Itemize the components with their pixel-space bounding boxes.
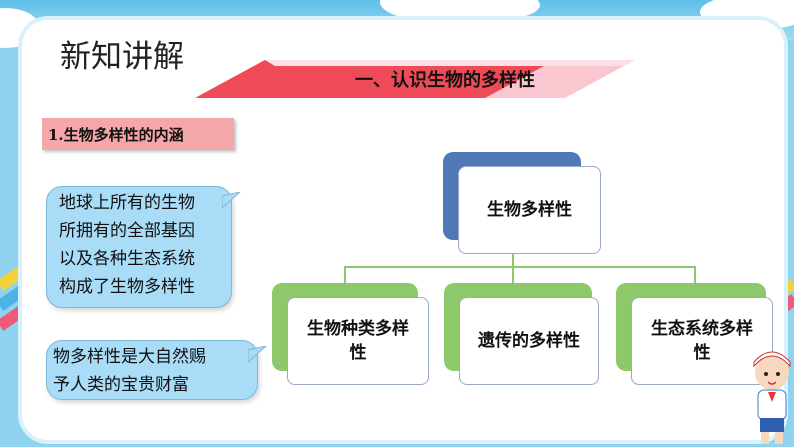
bubble-line: 构成了生物多样性 [59, 277, 195, 297]
section-banner: 一、认识生物的多样性 [195, 58, 635, 100]
bubble-tail [222, 192, 241, 209]
speech-bubble-definition: 地球上所有的生物 所拥有的全部基因 以及各种生态系统 构成了生物多样性 [46, 186, 232, 308]
child-node-label: 遗传的多样性 [478, 331, 580, 351]
connector-line [344, 266, 346, 284]
connector-line [694, 266, 696, 284]
banner-shape [195, 60, 635, 98]
banner-title: 一、认识生物的多样性 [355, 70, 535, 91]
root-node-label: 生物多样性 [487, 200, 572, 220]
connector-line [344, 266, 696, 268]
bubble-tail [248, 346, 267, 363]
child-node-genetic: 遗传的多样性 [459, 297, 599, 385]
bubble-line: 物多样性是大自然赐 [53, 347, 206, 367]
bubble-line: 所拥有的全部基因 [59, 221, 195, 241]
speech-bubble-value: 物多样性是大自然赐 予人类的宝贵财富 [46, 340, 258, 400]
bubble-line: 以及各种生态系统 [59, 249, 195, 269]
child-node-label: 性 [349, 343, 367, 363]
root-node: 生物多样性 [458, 166, 601, 254]
connector-line [512, 266, 514, 284]
child-node-ecosystem: 生态系统多样 性 [631, 297, 773, 385]
child-node-label: 生物种类多样 [307, 319, 409, 339]
bubble-line: 予人类的宝贵财富 [53, 375, 189, 395]
cartoon-student-illustration [753, 351, 791, 444]
child-node-label: 性 [693, 343, 711, 363]
page-title: 新知讲解 [60, 39, 184, 75]
child-node-label: 生态系统多样 [651, 319, 753, 339]
connector-line [512, 253, 514, 267]
sub-heading: 1.生物多样性的内涵 [42, 118, 234, 150]
cloud-decoration [450, 0, 540, 20]
child-node-species: 生物种类多样 性 [287, 297, 429, 385]
bubble-line: 地球上所有的生物 [59, 193, 195, 213]
